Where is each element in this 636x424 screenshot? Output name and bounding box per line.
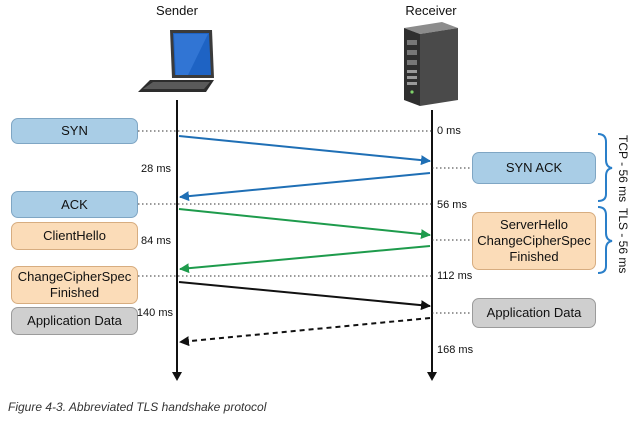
syn-ack-box: SYN ACK bbox=[472, 152, 596, 184]
server-change-cipher-line: ChangeCipherSpec bbox=[477, 233, 591, 248]
timestamp-0: 0 ms bbox=[437, 125, 461, 137]
change-cipher-spec-box: ChangeCipherSpec Finished bbox=[11, 266, 138, 304]
server-hello-line: ServerHello bbox=[500, 217, 568, 232]
timestamp-140: 140 ms bbox=[136, 307, 173, 319]
finished-line: Finished bbox=[49, 285, 100, 300]
app-data-arrow bbox=[178, 281, 431, 311]
change-cipher-spec-line: ChangeCipherSpec bbox=[17, 269, 132, 284]
dotted-guides bbox=[138, 130, 472, 314]
server-icon bbox=[404, 22, 458, 106]
figure-caption: Figure 4-3. Abbreviated TLS handshake pr… bbox=[8, 400, 267, 414]
laptop-icon bbox=[138, 30, 214, 92]
sender-app-data-box: Application Data bbox=[11, 307, 138, 335]
tcp-brace-label: TCP - 56 ms bbox=[616, 135, 630, 203]
client-hello-arrow bbox=[178, 208, 431, 240]
syn-ack-arrow bbox=[179, 172, 431, 202]
timestamp-168: 168 ms bbox=[437, 344, 474, 356]
app-data-response-arrow bbox=[179, 317, 431, 347]
receiver-app-data-box: Application Data bbox=[472, 298, 596, 328]
sender-label: Sender bbox=[156, 3, 198, 18]
timestamp-28: 28 ms bbox=[141, 163, 171, 175]
receiver-app-data-line: Application Data bbox=[486, 305, 582, 320]
tls-brace bbox=[597, 206, 613, 274]
syn-arrow bbox=[178, 135, 431, 166]
server-hello-box: ServerHello ChangeCipherSpec Finished bbox=[472, 212, 596, 270]
syn-box: SYN bbox=[11, 118, 138, 144]
syn-ack-box-line: SYN ACK bbox=[505, 160, 563, 175]
syn-box-line: SYN bbox=[61, 123, 88, 138]
client-hello-box-line: ClientHello bbox=[43, 228, 106, 243]
tls-brace-label: TLS - 56 ms bbox=[616, 208, 630, 274]
timestamp-56: 56 ms bbox=[437, 199, 467, 211]
timestamp-84: 84 ms bbox=[141, 235, 171, 247]
sender-app-data-line: Application Data bbox=[27, 313, 122, 328]
ack-box-line: ACK bbox=[61, 196, 88, 212]
client-hello-box: ClientHello bbox=[11, 222, 138, 250]
ack-box: ACK bbox=[11, 191, 138, 218]
receiver-label: Receiver bbox=[405, 3, 457, 18]
server-finished-line: Finished bbox=[509, 249, 559, 264]
timestamp-112: 112 ms bbox=[437, 270, 473, 282]
tcp-brace bbox=[597, 133, 613, 202]
server-hello-arrow bbox=[179, 245, 431, 274]
